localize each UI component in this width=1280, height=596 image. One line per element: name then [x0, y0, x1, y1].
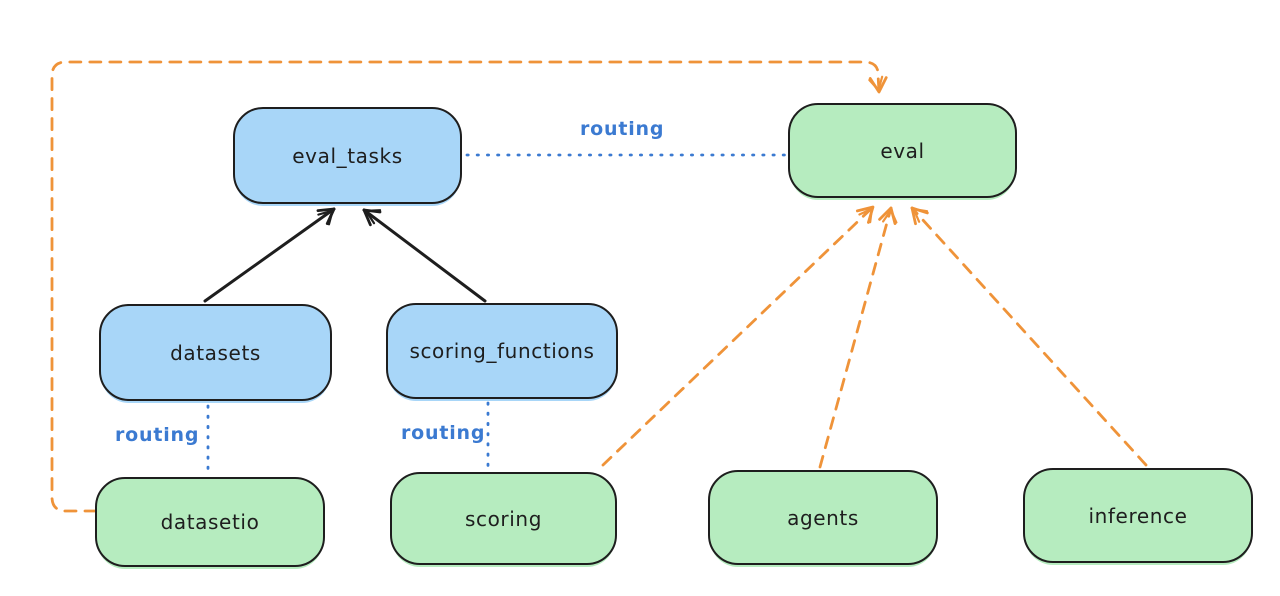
node-datasets-label: datasets	[170, 340, 261, 365]
node-datasetio: datasetio	[95, 477, 325, 567]
node-scoring-label: scoring	[464, 506, 542, 531]
node-inference-label: inference	[1088, 503, 1188, 528]
edge-inference-to-eval-arrow	[910, 206, 1148, 467]
node-agents: agents	[708, 470, 938, 565]
node-scoring-functions: scoring_functions	[386, 303, 618, 399]
edge-datasetio-to-eval-arrow	[50, 60, 888, 513]
node-inference: inference	[1023, 468, 1253, 563]
node-eval-label: eval	[880, 138, 925, 163]
node-eval: eval	[788, 103, 1017, 198]
edge-datasets-to-eval-tasks-arrow	[203, 207, 336, 303]
node-eval-tasks-label: eval_tasks	[292, 143, 403, 168]
routing-label-eval-tasks-eval: routing	[580, 118, 665, 140]
edge-agents-to-eval-arrow	[818, 206, 898, 469]
edge-scoring-functions-to-eval-tasks-arrow	[362, 208, 487, 303]
edge-scoring-to-eval-arrow	[601, 205, 875, 467]
node-datasetio-label: datasetio	[160, 510, 260, 534]
node-scoring-functions-label: scoring_functions	[409, 339, 595, 363]
node-scoring: scoring	[390, 472, 617, 565]
routing-label-datasets-datasetio: routing	[115, 424, 200, 446]
routing-label-scoring-functions-scoring: routing	[401, 422, 486, 444]
node-eval-tasks: eval_tasks	[233, 107, 462, 204]
node-agents-label: agents	[787, 505, 859, 530]
node-datasets: datasets	[99, 304, 332, 401]
